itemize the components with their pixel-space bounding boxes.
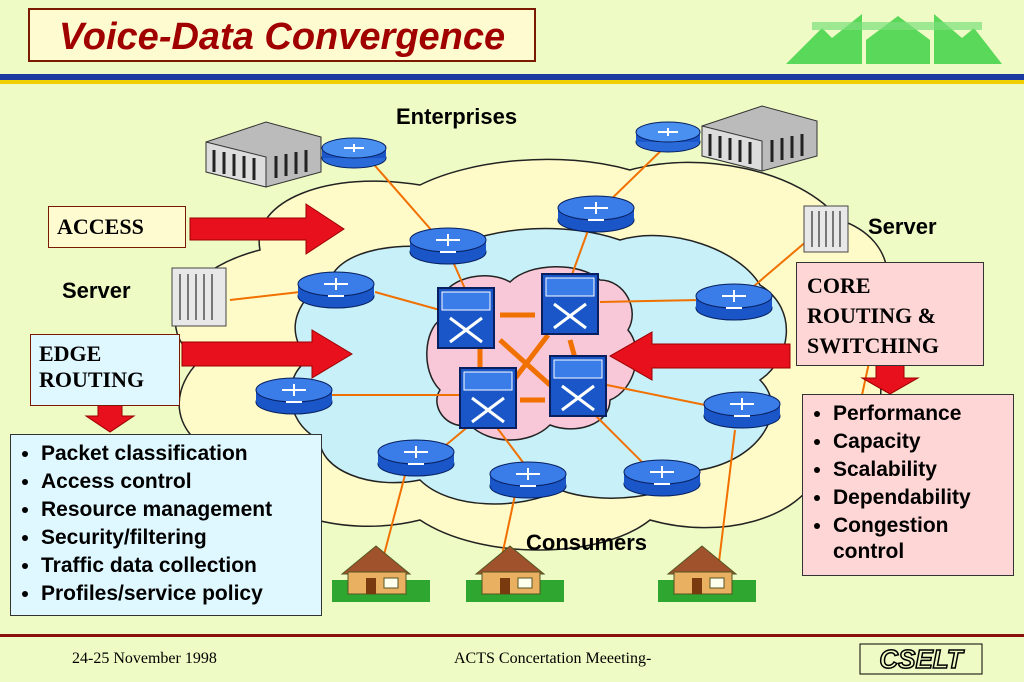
title-box: Voice-Data Convergence	[28, 8, 536, 62]
office-building-icon	[205, 121, 322, 188]
list-item: Capacity	[833, 429, 1005, 455]
core-box-line: CORE	[807, 273, 871, 298]
footer-date: 24-25 November 1998	[72, 650, 217, 667]
edge-features-list: Packet classification Access control Res…	[10, 434, 322, 616]
cselt-logo-icon: CSELT	[859, 643, 983, 675]
red-arrows	[84, 203, 920, 433]
router-icon	[377, 439, 455, 477]
list-item: Resource management	[41, 497, 313, 523]
atm-switch-icon	[459, 367, 517, 429]
house-icon	[658, 545, 756, 602]
router-icon	[623, 459, 701, 497]
page-title: Voice-Data Convergence	[58, 16, 506, 58]
enterprises-label: Enterprises	[396, 104, 518, 129]
list-item: Traffic data collection	[41, 553, 313, 579]
list-item: Scalability	[833, 457, 1005, 483]
edge-box-line: ROUTING	[39, 367, 145, 392]
router-icon	[409, 227, 487, 265]
edge-arrow-icon	[181, 329, 353, 379]
router-icon	[489, 461, 567, 499]
chevron-arrows-icon	[786, 14, 1002, 64]
core-box-line: ROUTING &	[807, 303, 936, 328]
core-box-line: SWITCHING	[807, 333, 940, 358]
core-down-arrow-icon	[860, 363, 920, 395]
list-item: Performance	[833, 401, 1005, 427]
list-item: Congestion control	[833, 513, 1005, 565]
router-icon	[297, 271, 375, 309]
footer-event: ACTS Concertation Meeeting-	[454, 650, 652, 667]
router-icon	[635, 121, 701, 153]
footer-divider	[0, 634, 1024, 637]
list-item: Packet classification	[41, 441, 313, 467]
core-switches	[437, 273, 607, 429]
access-box: ACCESS	[48, 206, 186, 248]
server-label-left: Server	[62, 278, 131, 303]
house-icon	[466, 545, 564, 602]
server-rack-icon	[803, 205, 849, 253]
router-icon	[695, 283, 773, 321]
server-label-right: Server	[868, 214, 937, 239]
server-rack-icon	[171, 267, 227, 327]
routers	[255, 121, 781, 499]
router-icon	[255, 377, 333, 415]
atm-switch-icon	[541, 273, 599, 335]
core-arrow-icon	[608, 331, 791, 381]
core-features-list: Performance Capacity Scalability Dependa…	[802, 394, 1014, 576]
house-icon	[332, 545, 430, 602]
edge-routing-box: EDGE ROUTING	[30, 334, 180, 406]
atm-switch-icon	[437, 287, 495, 349]
consumers-label: Consumers	[526, 530, 648, 555]
list-item: Profiles/service policy	[41, 581, 313, 607]
router-icon	[321, 137, 387, 169]
header-divider-blue	[0, 74, 1024, 80]
router-icon	[557, 195, 635, 233]
office-building-icon	[701, 105, 818, 172]
edge-box-line: EDGE	[39, 341, 102, 366]
edge-down-arrow-icon	[84, 403, 136, 433]
list-item: Dependability	[833, 485, 1005, 511]
access-arrow-icon	[189, 203, 345, 255]
list-item: Security/filtering	[41, 525, 313, 551]
list-item: Access control	[41, 469, 313, 495]
router-icon	[703, 391, 781, 429]
header-divider-yellow	[0, 80, 1024, 84]
svg-text:CSELT: CSELT	[879, 644, 964, 674]
atm-switch-icon	[549, 355, 607, 417]
core-routing-box: CORE ROUTING & SWITCHING	[796, 262, 984, 366]
